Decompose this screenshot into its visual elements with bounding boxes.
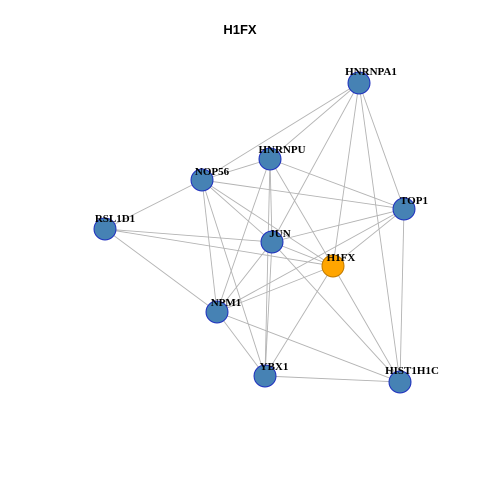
edge-top1-h1fx — [332, 208, 405, 267]
node-label: NOP56 — [195, 166, 230, 178]
node-label: HNRNPU — [258, 144, 305, 156]
edge-hnrnpu-top1 — [269, 158, 405, 210]
edge-hnrnpa1-jun — [271, 82, 360, 243]
node-h1fx[interactable]: H1FX — [321, 252, 356, 278]
edge-rsl1d1-h1fx — [104, 228, 334, 267]
edge-top1-hist1h1c — [399, 208, 405, 383]
node-label: H1FX — [327, 252, 356, 264]
node-hnrnpa1[interactable]: HNRNPA1 — [345, 66, 397, 95]
node-circle[interactable] — [347, 71, 371, 95]
edge-layer — [104, 82, 405, 383]
node-circle[interactable] — [253, 364, 277, 388]
edge-rsl1d1-jun — [104, 228, 273, 243]
node-label: YBX1 — [260, 361, 289, 373]
node-ybx1[interactable]: YBX1 — [253, 361, 289, 388]
edge-rsl1d1-npm1 — [104, 228, 218, 313]
node-label: HNRNPA1 — [345, 66, 397, 78]
node-label: JUN — [269, 228, 290, 240]
node-hist1h1c[interactable]: HIST1H1C — [385, 365, 439, 394]
edge-hnrnpa1-h1fx — [332, 82, 360, 267]
edge-jun-hist1h1c — [271, 241, 401, 383]
node-circle[interactable] — [388, 370, 412, 394]
edge-h1fx-npm1 — [216, 265, 334, 313]
node-nop56[interactable]: NOP56 — [190, 166, 230, 192]
edge-hnrnpu-nop56 — [201, 158, 271, 181]
edge-nop56-ybx1 — [201, 179, 266, 377]
edge-h1fx-ybx1 — [264, 265, 334, 377]
edge-jun-ybx1 — [264, 241, 273, 377]
edge-nop56-top1 — [201, 179, 405, 210]
edge-npm1-hist1h1c — [216, 311, 401, 383]
edge-ybx1-hist1h1c — [264, 375, 401, 383]
edge-nop56-rsl1d1 — [104, 179, 203, 230]
edge-hnrnpa1-hnrnpu — [269, 82, 360, 160]
node-npm1[interactable]: NPM1 — [205, 297, 242, 324]
edge-hnrnpa1-hist1h1c — [358, 82, 401, 383]
node-circle[interactable] — [260, 230, 284, 254]
edge-top1-jun — [271, 208, 405, 243]
node-label: RSL1D1 — [95, 213, 135, 225]
node-circle[interactable] — [258, 147, 282, 171]
node-circle[interactable] — [321, 254, 345, 278]
node-circle[interactable] — [205, 300, 229, 324]
edge-hnrnpu-npm1 — [216, 158, 271, 313]
node-circle[interactable] — [190, 168, 214, 192]
node-circle[interactable] — [392, 197, 416, 221]
node-jun[interactable]: JUN — [260, 228, 291, 254]
edge-hnrnpu-ybx1 — [264, 158, 271, 377]
node-label: HIST1H1C — [385, 365, 439, 377]
node-circle[interactable] — [93, 217, 117, 241]
node-label: TOP1 — [400, 195, 428, 207]
edge-hnrnpa1-top1 — [358, 82, 405, 210]
edge-top1-npm1 — [216, 208, 405, 313]
edge-hnrnpa1-nop56 — [201, 82, 360, 181]
edge-hnrnpu-jun — [269, 158, 273, 243]
node-top1[interactable]: TOP1 — [392, 195, 428, 221]
diagram-title: H1FX — [223, 22, 257, 37]
edge-npm1-ybx1 — [216, 311, 266, 377]
node-rsl1d1[interactable]: RSL1D1 — [93, 213, 135, 241]
edge-h1fx-hist1h1c — [332, 265, 401, 383]
node-hnrnpu[interactable]: HNRNPU — [258, 144, 306, 171]
node-label: NPM1 — [211, 297, 242, 309]
edge-nop56-h1fx — [201, 179, 334, 267]
edge-nop56-jun — [201, 179, 273, 243]
edge-jun-npm1 — [216, 241, 273, 313]
edge-hnrnpu-h1fx — [269, 158, 334, 267]
